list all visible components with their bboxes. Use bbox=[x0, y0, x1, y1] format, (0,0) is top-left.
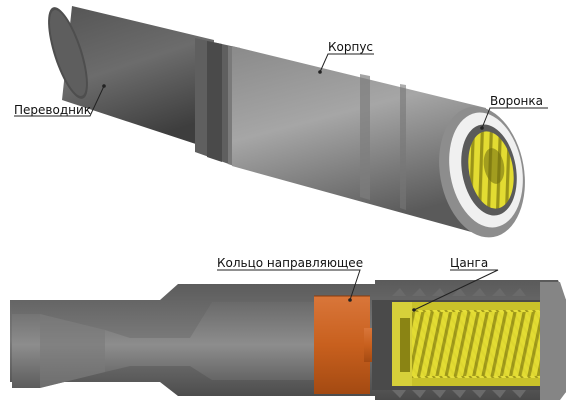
leader-korpus bbox=[319, 53, 374, 73]
sub-adapter-shape bbox=[48, 6, 214, 150]
label-korpus: Корпус bbox=[328, 40, 374, 54]
funnel-lip-shape bbox=[540, 282, 566, 400]
funnel-end-shape bbox=[439, 106, 525, 238]
label-perevodnik: Переводник bbox=[14, 103, 92, 117]
collet-shape bbox=[392, 302, 546, 386]
leader-kolco bbox=[217, 269, 361, 301]
collet-teeth-shape bbox=[392, 288, 526, 296]
leader-voronka bbox=[481, 107, 548, 129]
assembly-3d-view bbox=[48, 6, 525, 238]
section-view bbox=[10, 280, 566, 400]
leader-perevodnik bbox=[14, 85, 105, 117]
housing-body-shape bbox=[232, 46, 486, 236]
label-guide-ring: Кольцо направляющее bbox=[217, 256, 364, 270]
leader-lines bbox=[14, 53, 548, 311]
label-collet: Цанга bbox=[450, 256, 489, 270]
label-voronka: Воронка bbox=[490, 94, 543, 108]
leader-tsanga bbox=[413, 269, 499, 311]
